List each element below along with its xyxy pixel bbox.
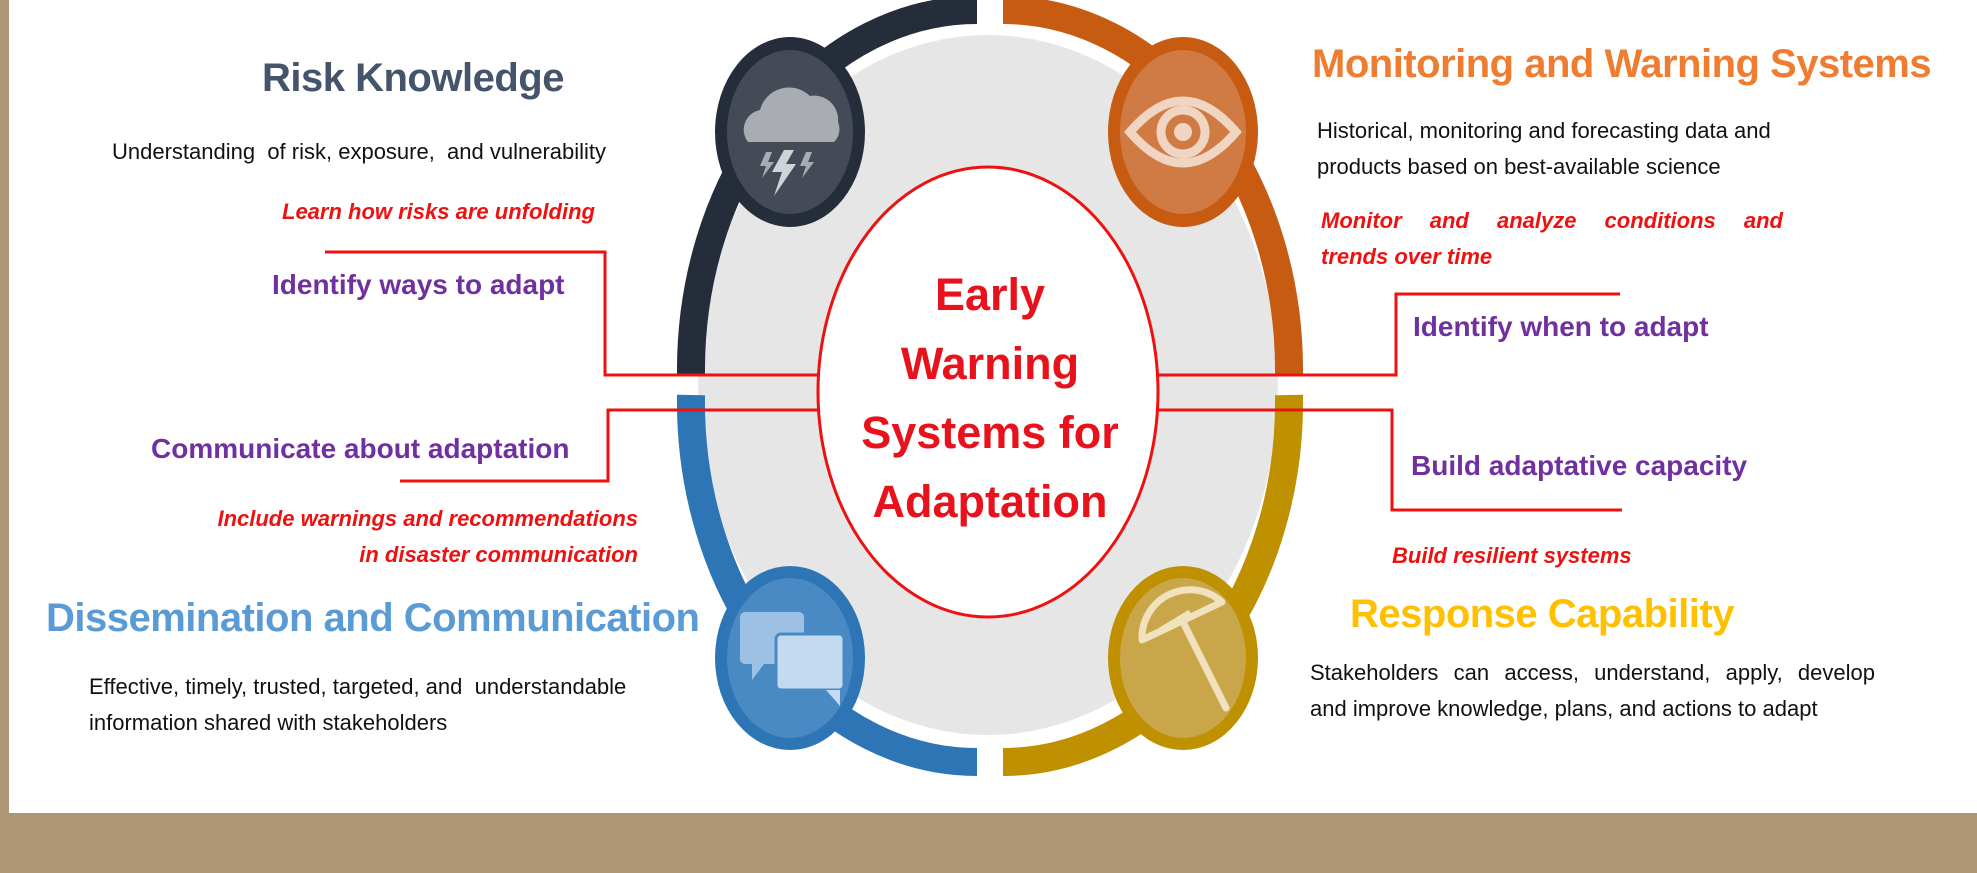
dissemination-title: Dissemination and Communication — [46, 596, 700, 640]
response-title: Response Capability — [1350, 592, 1734, 636]
action-identify-when: Identify when to adapt — [1413, 311, 1709, 342]
umbrella-icon — [1108, 566, 1258, 750]
response-description-line: and improve knowledge, plans, and action… — [1310, 696, 1818, 721]
monitoring-title: Monitoring and Warning Systems — [1312, 42, 1932, 86]
frame-bottom-band — [0, 813, 1977, 873]
risk-knowledge-description: Understanding of risk, exposure, and vul… — [112, 139, 607, 164]
action-build-capacity: Build adaptative capacity — [1411, 450, 1748, 481]
connector-identify-when — [1158, 292, 1620, 377]
monitoring-note-line: Monitor and analyze conditions and — [1321, 208, 1783, 233]
speech-bubbles-icon — [715, 566, 865, 750]
response-note: Build resilient systems — [1392, 543, 1632, 568]
center-ellipse — [816, 165, 1160, 619]
risk-knowledge-note: Learn how risks are unfolding — [282, 199, 595, 224]
monitoring-note: Monitor and analyze conditions and trend… — [1321, 203, 1783, 275]
dissemination-note-line: in disaster communication — [359, 542, 638, 567]
risk-knowledge-title: Risk Knowledge — [262, 56, 564, 100]
center-title-line: Warning — [900, 338, 1080, 389]
monitoring-description: Historical, monitoring and forecasting d… — [1317, 113, 1771, 185]
center-title-line: Early — [934, 269, 1046, 320]
center-title: Early Warning Systems for Adaptation — [860, 260, 1120, 536]
center-title-line: Adaptation — [872, 476, 1108, 527]
dissemination-description: Effective, timely, trusted, targeted, an… — [89, 669, 626, 741]
monitoring-description-line: products based on best-available science — [1317, 154, 1721, 179]
dissemination-description-line: information shared with stakeholders — [89, 710, 448, 735]
monitoring-description-line: Historical, monitoring and forecasting d… — [1317, 118, 1771, 143]
dissemination-note: Include warnings and recommendations in … — [160, 501, 638, 573]
storm-cloud-icon — [715, 37, 865, 227]
response-description: Stakeholders can access, understand, app… — [1310, 655, 1875, 727]
dissemination-note-line: Include warnings and recommendations — [217, 506, 638, 531]
frame-left-border — [0, 0, 9, 873]
eye-icon — [1108, 37, 1258, 227]
response-description-line: Stakeholders can access, understand, app… — [1310, 660, 1875, 685]
dissemination-description-line: Effective, timely, trusted, targeted, an… — [89, 674, 627, 699]
monitoring-note-line: trends over time — [1321, 244, 1493, 269]
connector-build-capacity — [1158, 408, 1622, 512]
center-title-line: Systems for — [861, 407, 1119, 458]
connector-communicate — [400, 408, 818, 483]
connector-identify-ways — [325, 250, 818, 377]
action-identify-ways: Identify ways to adapt — [272, 269, 565, 300]
action-communicate: Communicate about adaptation — [151, 433, 570, 464]
